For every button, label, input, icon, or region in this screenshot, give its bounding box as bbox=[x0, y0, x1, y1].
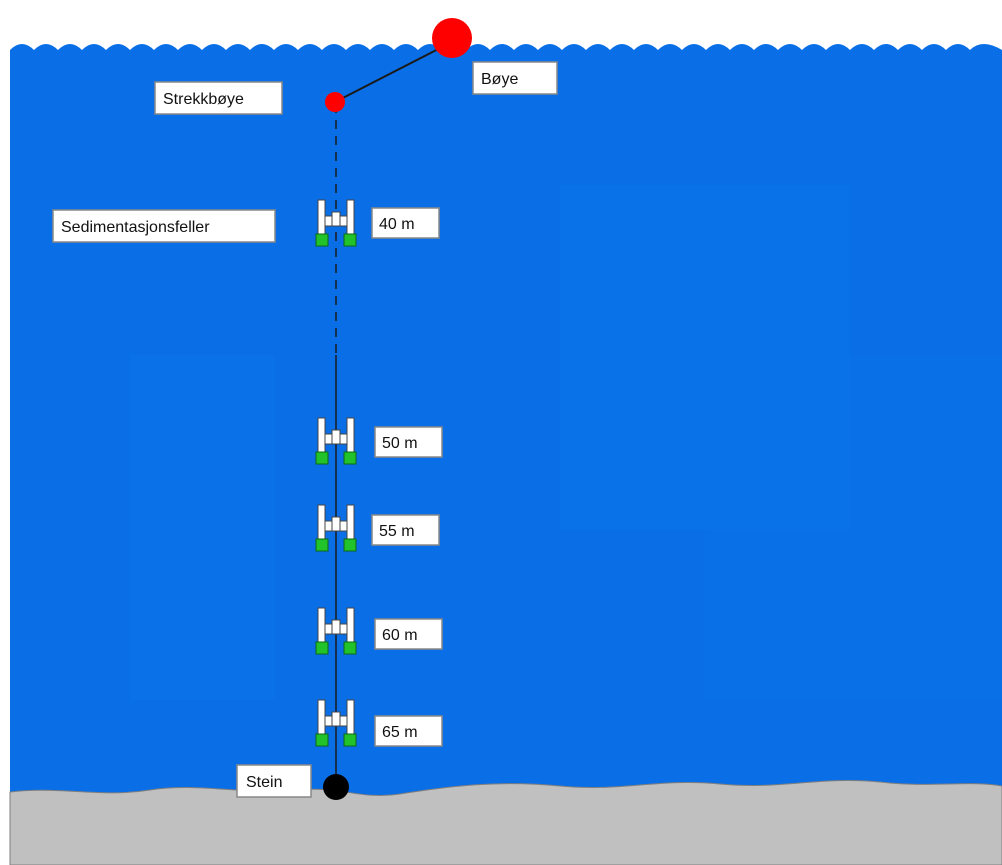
label-traps-text: Sedimentasjonsfeller bbox=[61, 219, 210, 236]
label-traps: Sedimentasjonsfeller bbox=[53, 210, 275, 242]
depth-label-text: 55 m bbox=[379, 523, 415, 540]
depth-label-text: 65 m bbox=[382, 724, 418, 741]
depth-label: 55 m bbox=[372, 515, 439, 545]
label-stone-text: Stein bbox=[246, 774, 282, 791]
anchor-stone bbox=[323, 774, 349, 800]
depth-label: 40 m bbox=[372, 208, 439, 238]
seabed bbox=[10, 780, 1002, 865]
depth-label: 65 m bbox=[375, 716, 442, 746]
depth-label: 50 m bbox=[375, 427, 442, 457]
tension-buoy bbox=[325, 92, 345, 112]
surface-buoy bbox=[432, 18, 472, 58]
depth-label-text: 60 m bbox=[382, 627, 418, 644]
depth-label-text: 40 m bbox=[379, 216, 415, 233]
label-tension-buoy-text: Strekkbøye bbox=[163, 91, 244, 108]
label-buoy-text: Bøye bbox=[481, 71, 518, 88]
label-buoy: Bøye bbox=[473, 62, 557, 94]
depth-label-text: 50 m bbox=[382, 435, 418, 452]
label-tension-buoy: Strekkbøye bbox=[155, 82, 282, 114]
label-stone: Stein bbox=[237, 765, 311, 797]
depth-label: 60 m bbox=[375, 619, 442, 649]
water-shade bbox=[130, 355, 275, 700]
water-shade bbox=[705, 355, 1002, 700]
